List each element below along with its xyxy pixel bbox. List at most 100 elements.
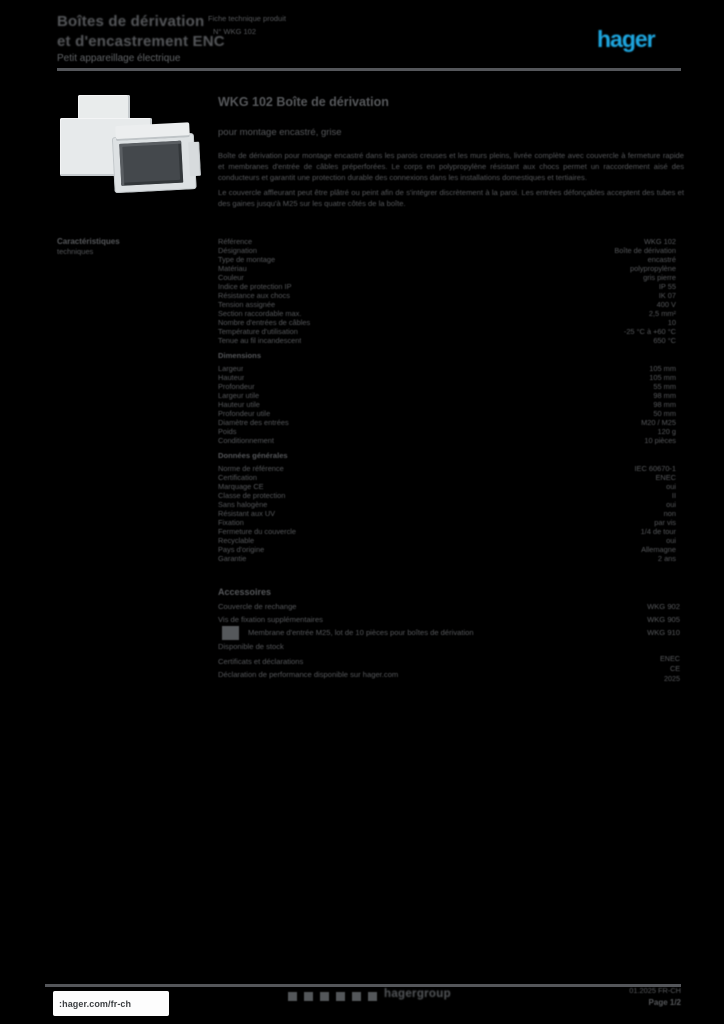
row-value: encastré	[647, 255, 676, 264]
row-label: Type de montage	[218, 255, 276, 264]
linkedin-icon	[336, 992, 345, 1001]
row-label: Pays d'origine	[218, 545, 265, 554]
accessory-thumbnail	[222, 626, 239, 640]
accessory-value: WKG 905	[647, 615, 680, 624]
table-row: Matériau polypropylène	[218, 264, 676, 273]
table-row: Profondeur utile 50 mm	[218, 409, 676, 418]
table-row: Section raccordable max. 2,5 mm²	[218, 309, 676, 318]
table-group-header: Données générales	[218, 451, 288, 460]
table-row: Couleur gris pierre	[218, 273, 676, 282]
row-value: WKG 102	[643, 237, 676, 246]
row-label: Couleur	[218, 273, 244, 282]
description-paragraph-1: Boîte de dérivation pour montage encastr…	[218, 151, 684, 182]
row-value: 105 mm	[649, 373, 676, 382]
row-label: Sans halogène	[218, 500, 268, 509]
box-interior-shape	[119, 140, 184, 186]
table-row: Tension assignée 400 V	[218, 300, 676, 309]
row-value: 10	[667, 318, 676, 327]
product-description: Boîte de dérivation pour montage encastr…	[218, 150, 684, 213]
stock-note: Disponible de stock	[218, 642, 284, 651]
table-row: Type de montage encastré	[218, 255, 676, 264]
row-value: 105 mm	[649, 364, 676, 373]
doc-reference: N° WKG 102	[213, 27, 257, 36]
row-value: Allemagne	[641, 545, 676, 554]
doc-type-label: Fiche technique produit	[208, 14, 286, 23]
performance-note: Déclaration de performance disponible su…	[218, 670, 399, 679]
junction-box-shape	[111, 122, 201, 196]
row-label: Matériau	[218, 264, 247, 273]
row-label: Largeur	[218, 364, 244, 373]
table-row: Conditionnement 10 pièces	[218, 436, 676, 445]
accessory-label: Couvercle de rechange	[218, 602, 297, 611]
accessory-row: Membrane d'entrée M25, lot de 10 pièces …	[248, 628, 680, 637]
row-value: 98 mm	[653, 400, 676, 409]
page-title-line1: Boîtes de dérivation	[57, 13, 205, 30]
row-label: Tension assignée	[218, 300, 276, 309]
row-value: 400 V	[656, 300, 676, 309]
row-value: par vis	[654, 518, 676, 527]
table-row: Sans halogène oui	[218, 500, 676, 509]
certificates-row: Certificats et déclarations	[218, 657, 304, 666]
instagram-icon	[352, 992, 361, 1001]
website-link[interactable]: :hager.com/fr-ch	[53, 991, 169, 1016]
row-value: oui	[666, 536, 676, 545]
table-row: Température d'utilisation-25 °C à +60 °C	[218, 327, 676, 336]
footer-divider	[45, 984, 681, 987]
row-value: 50 mm	[653, 409, 676, 418]
row-label: Profondeur utile	[218, 409, 271, 418]
row-value: polypropylène	[629, 264, 676, 273]
row-label: Section raccordable max.	[218, 309, 302, 318]
cert-line: ENEC	[660, 654, 680, 663]
row-label: Largeur utile	[218, 391, 260, 400]
row-value: 650 °C	[653, 336, 676, 345]
accessory-value: WKG 902	[647, 602, 680, 611]
row-label: Hauteur	[218, 373, 245, 382]
row-label: Recyclable	[218, 536, 255, 545]
table-row: Pays d'origine Allemagne	[218, 545, 676, 554]
row-label: Diamètre des entrées	[218, 418, 289, 427]
row-value: oui	[666, 500, 676, 509]
row-value: M20 / M25	[641, 418, 676, 427]
row-value: 1/4 de tour	[640, 527, 676, 536]
row-label: Indice de protection IP	[218, 282, 292, 291]
pinterest-icon	[368, 992, 377, 1001]
page-subtitle: Petit appareillage électrique	[57, 53, 181, 64]
page-title-line2: et d'encastrement ENC	[57, 33, 225, 50]
cover-tab-shape	[78, 95, 130, 121]
product-name: WKG 102 Boîte de dérivation	[218, 95, 389, 109]
table-row: Hauteur 105 mm	[218, 373, 676, 382]
table-row: Fixation par vis	[218, 518, 676, 527]
social-icons-row	[288, 992, 377, 1001]
row-label: Référence	[218, 237, 253, 246]
row-value: non	[663, 509, 676, 518]
header-divider	[57, 68, 681, 71]
row-value: gris pierre	[643, 273, 676, 282]
table-group-header: Dimensions	[218, 351, 262, 360]
row-value: 2,5 mm²	[648, 309, 676, 318]
box-flange-shape	[188, 141, 201, 177]
characteristics-label-line2: techniques	[57, 247, 94, 256]
row-label: Température d'utilisation	[218, 327, 298, 336]
row-value: Boîte de dérivation	[614, 246, 676, 255]
row-label: Conditionnement	[218, 436, 274, 445]
row-label: Fermeture du couvercle	[218, 527, 297, 536]
product-image	[55, 92, 205, 204]
footer-edition: 01.2025 FR-CH	[629, 986, 681, 995]
hager-logo: hager	[597, 26, 656, 52]
row-value: 10 pièces	[644, 436, 676, 445]
page-number: Page 1/2	[648, 998, 681, 1007]
youtube-icon	[320, 992, 329, 1001]
row-value: II	[671, 491, 676, 500]
table-row: Recyclable oui	[218, 536, 676, 545]
table-row: Diamètre des entrées M20 / M25	[218, 418, 676, 427]
row-label: Fixation	[218, 518, 244, 527]
